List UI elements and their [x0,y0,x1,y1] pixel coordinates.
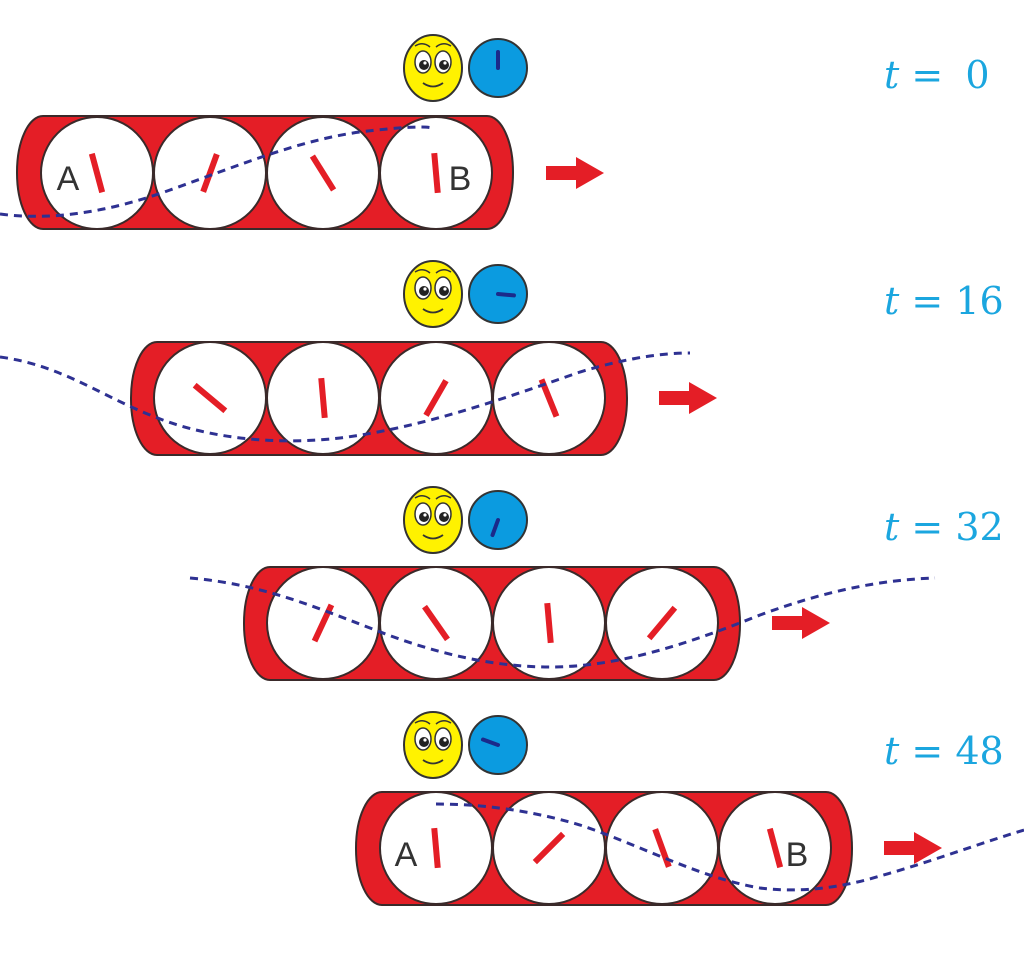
clock-icon [468,264,528,324]
frame-2: t = 32 [189,486,1004,681]
stick-marker [766,827,784,869]
sticks [431,827,784,869]
time-label: t = 32 [884,505,1004,549]
stick-marker [318,377,328,419]
wave-curve [435,802,1024,892]
stick-marker [423,379,449,417]
observer-face-icon [403,711,463,779]
stick-marker [646,605,678,641]
stick-marker [422,604,450,642]
time-label: t = 0 [884,53,990,97]
time-equals: = [911,279,943,323]
stick-marker [544,602,554,644]
motion-arrow-icon [546,157,604,189]
wave-curve [0,351,691,443]
time-equals: = [911,53,943,97]
frame-3: t = 48 A B [355,711,1024,906]
observer-face-icon [403,34,463,102]
clock-icon [468,38,528,98]
stick-marker [309,154,337,192]
stick-marker [431,827,441,869]
motion-arrow-icon [659,382,717,414]
stick-marker [652,828,672,868]
stick-marker [192,382,228,414]
motion-arrow-icon [772,607,830,639]
time-value: 16 [955,279,1003,323]
time-value: 48 [955,729,1003,773]
time-label: t = 48 [884,729,1004,773]
time-value: 32 [955,505,1003,549]
clock-icon [468,715,528,775]
stick-marker [88,152,106,194]
time-equals: = [911,505,943,549]
observer-face-icon [403,486,463,554]
end-label-b: B [449,160,472,198]
time-variable: t [884,729,900,773]
wave-curve [0,125,433,218]
clock-icon [468,490,528,550]
frame-1: t = 16 [0,260,1004,456]
wave-curve [189,576,936,669]
end-label-b: B [786,836,809,874]
end-label-a: A [57,160,80,198]
stick-marker [431,152,441,194]
time-variable: t [884,505,900,549]
time-label: t = 16 [884,279,1004,323]
time-equals: = [911,729,943,773]
motion-arrow-icon [884,832,942,864]
end-label-a: A [395,836,418,874]
time-value: 0 [965,53,989,97]
frame-0: t = 0 A B [0,34,990,230]
observer-face-icon [403,260,463,328]
stick-marker [532,831,566,865]
stick-marker [200,153,220,193]
sticks [88,152,441,194]
time-variable: t [884,53,900,97]
time-variable: t [884,279,900,323]
